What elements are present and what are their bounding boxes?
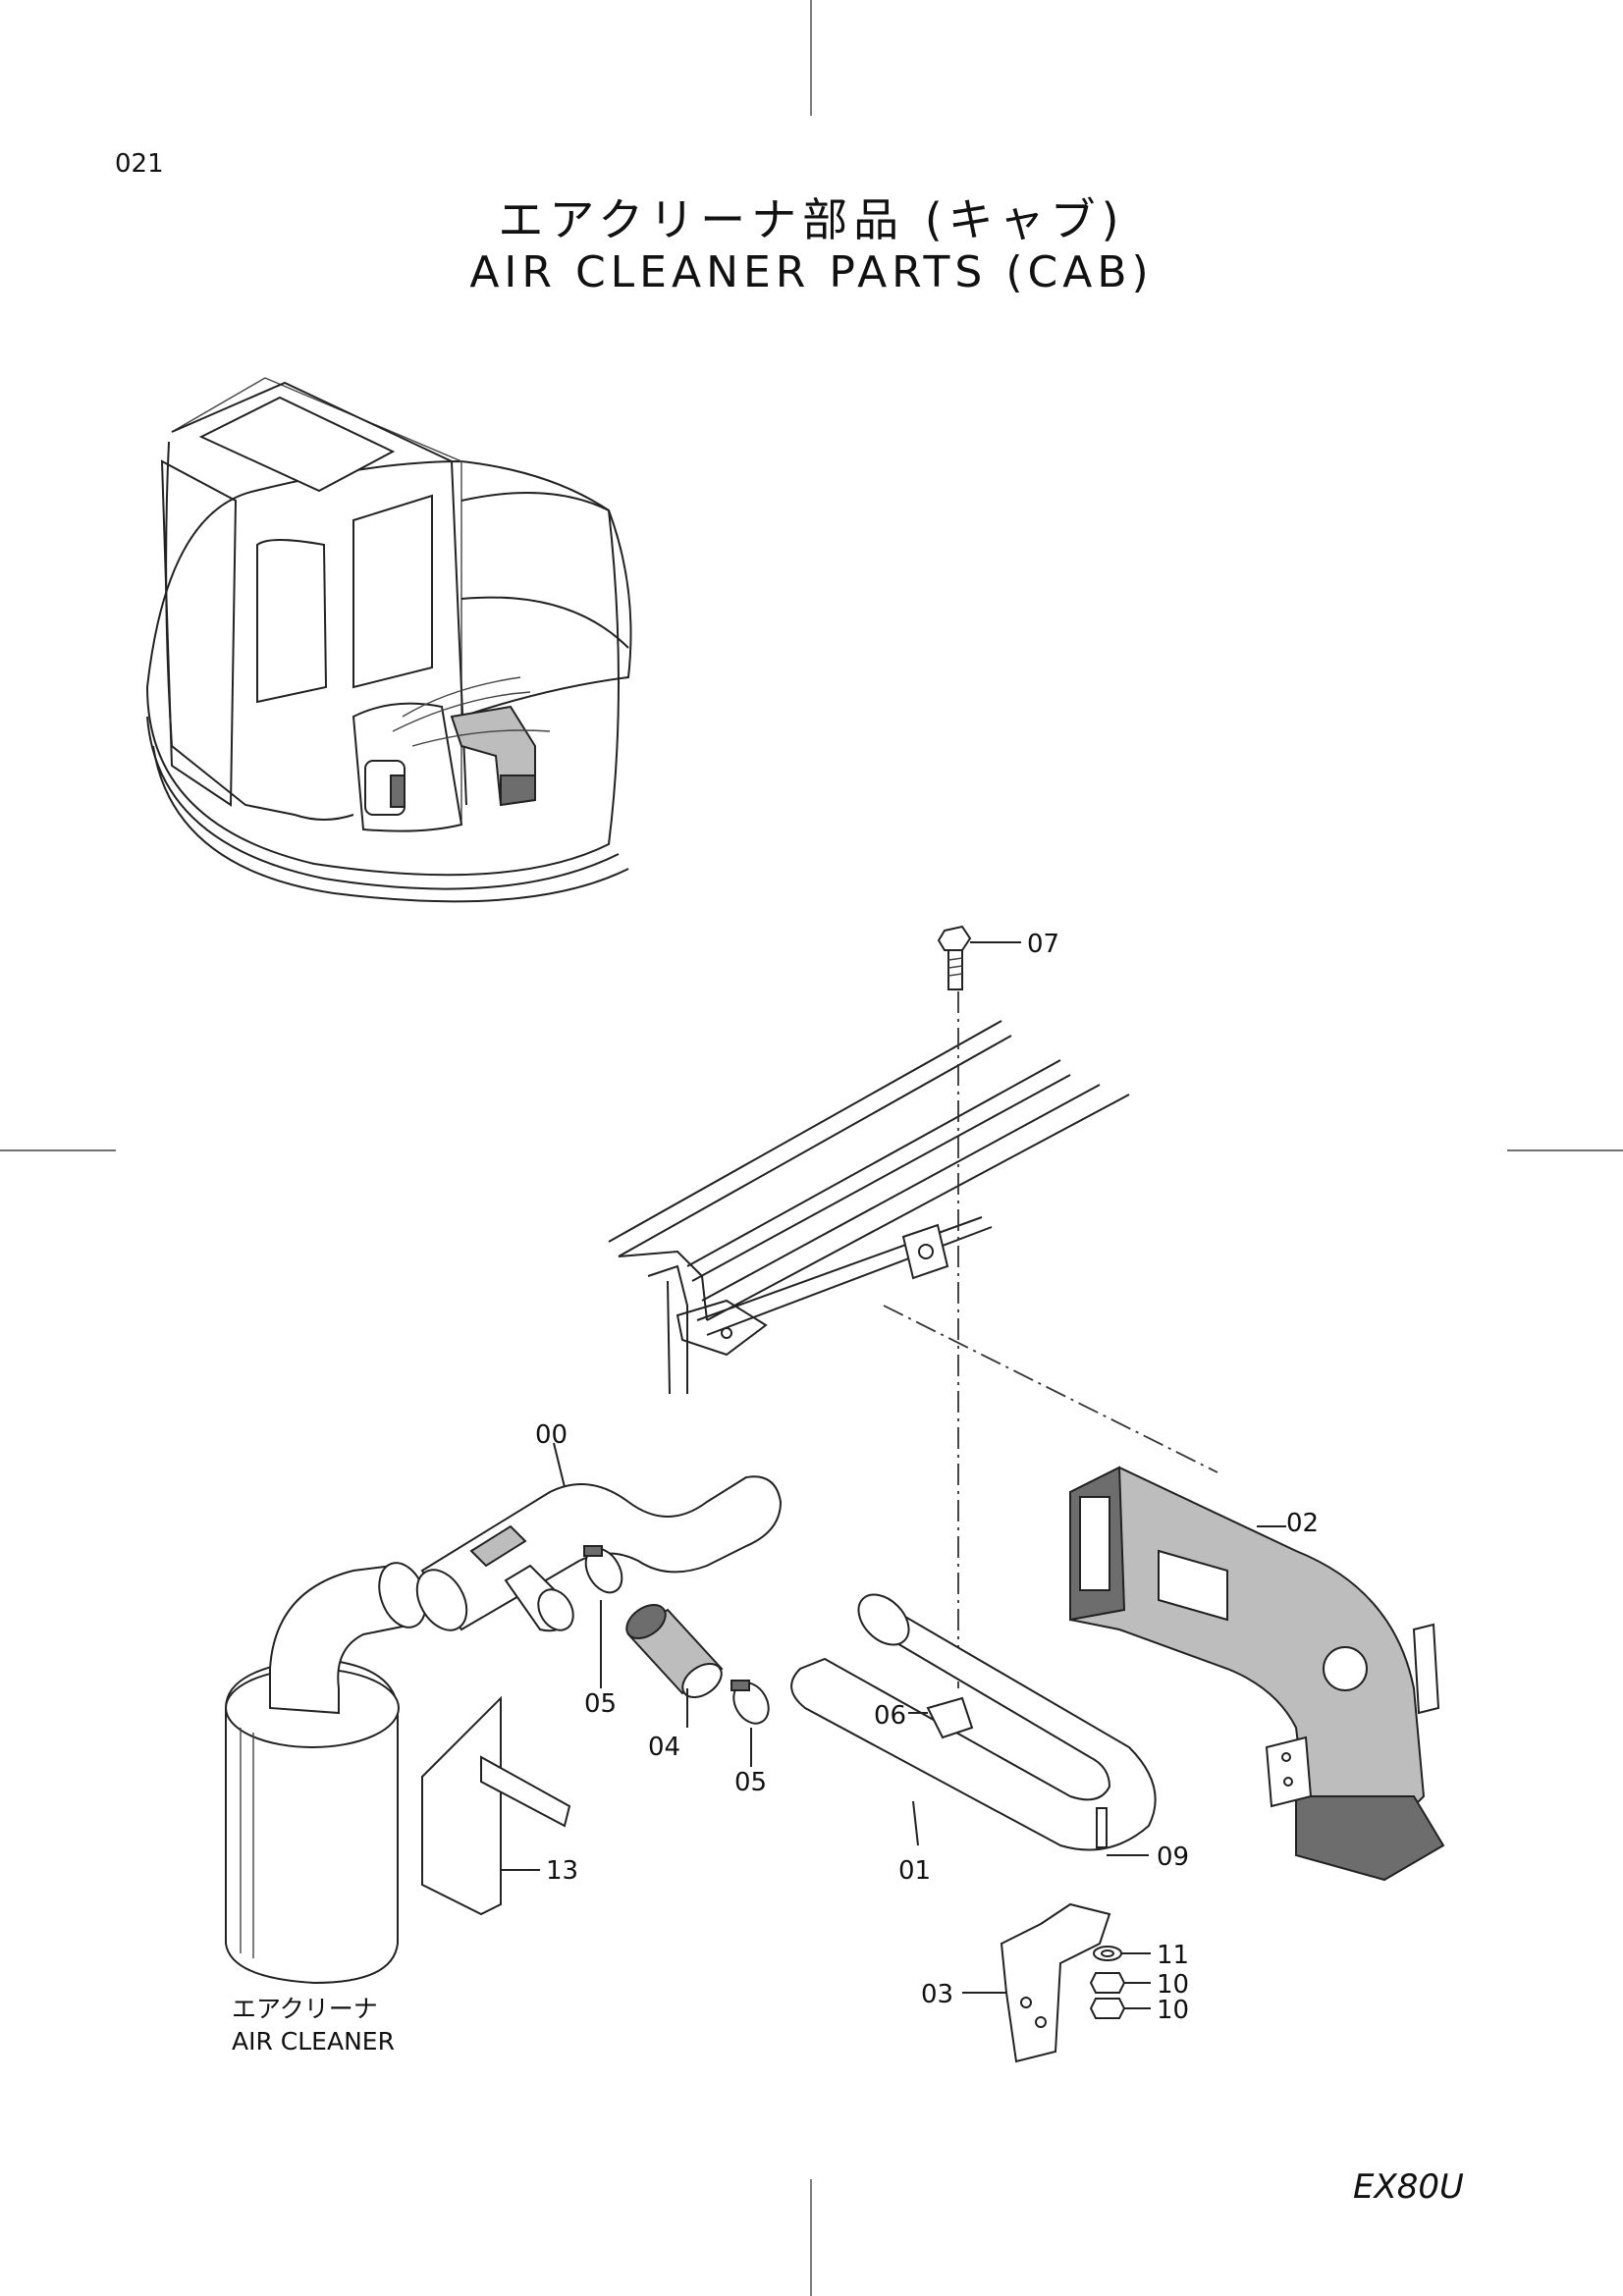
air-cleaner-caption: エアクリーナ AIR CLEANER	[232, 1995, 395, 2056]
callout-06: 06	[874, 1701, 906, 1731]
callout-labels: 07 00 02 05 04 05 06 13 01 09 11 03 10 1…	[535, 930, 1319, 2025]
bolt-07	[937, 925, 1021, 990]
clamp-05-a	[583, 1545, 623, 1688]
page-number: 021	[115, 149, 164, 179]
clamp-05-b	[730, 1680, 770, 1767]
callout-05-b: 05	[734, 1768, 767, 1797]
bracket-13	[421, 1695, 571, 1916]
callout-07: 07	[1027, 930, 1059, 959]
excavator-overview-illustration	[145, 377, 632, 903]
air-cleaner-label-english: AIR CLEANER	[232, 2027, 395, 2056]
hose-00	[415, 1442, 783, 1632]
callout-11: 11	[1157, 1941, 1189, 1970]
callout-09: 09	[1157, 1842, 1189, 1872]
pipe-01	[790, 1593, 1157, 1851]
cab-frame-rail	[608, 1020, 1130, 1395]
callout-10-b: 10	[1157, 1996, 1189, 2025]
bracket-03	[962, 1902, 1111, 2063]
callout-10-a: 10	[1157, 1970, 1189, 2000]
callout-03: 03	[921, 1980, 953, 2009]
stud-09	[1096, 1807, 1149, 1856]
nut-10-a	[1089, 1972, 1151, 1994]
callout-02: 02	[1286, 1509, 1319, 1538]
page-title-japanese: エアクリーナ部品 (キャブ)	[498, 193, 1125, 246]
page-title-english: AIR CLEANER PARTS (CAB)	[469, 247, 1154, 297]
callout-04: 04	[648, 1733, 680, 1762]
assembly-dash-line	[883, 1305, 1218, 1473]
bracket-02	[1069, 1466, 1445, 1882]
callout-01: 01	[898, 1856, 931, 1886]
air-cleaner-assembly	[225, 1562, 427, 1985]
nut-10-b	[1089, 1998, 1151, 2019]
air-cleaner-label-japanese: エアクリーナ	[232, 1995, 378, 2023]
washer-11	[1093, 1946, 1151, 1961]
callout-00: 00	[535, 1420, 568, 1450]
model-code: EX80U	[1353, 2167, 1464, 2207]
sleeve-04	[625, 1603, 724, 1728]
callout-13: 13	[546, 1856, 578, 1886]
callout-05-a: 05	[584, 1689, 617, 1719]
